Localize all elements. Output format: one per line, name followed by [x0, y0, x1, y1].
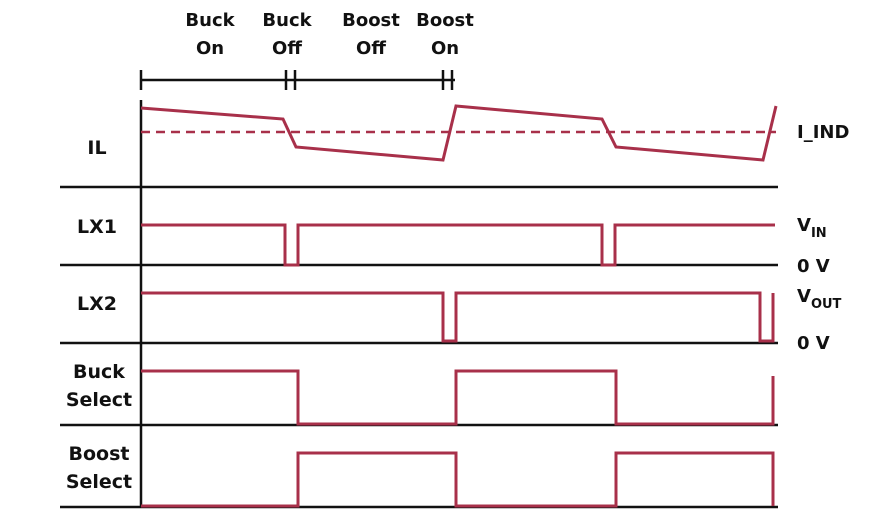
label-i-ind: I_IND: [797, 122, 849, 143]
header-buck-off-line2: Off: [272, 38, 302, 59]
row-label-buck-select-line1: Buck: [73, 361, 125, 383]
row-label-boost-select-line1: Boost: [69, 443, 130, 465]
row-label-lx2: LX2: [77, 293, 117, 315]
label-vin: VIN: [797, 215, 827, 241]
row-label-boost-select-line2: Select: [66, 471, 132, 493]
row-label-lx1: LX1: [77, 216, 117, 238]
header-boost-off-line1: Boost: [342, 10, 400, 31]
row-label-buck-select-line2: Select: [66, 389, 132, 411]
label-zero-v-lx2: 0 V: [797, 333, 830, 354]
header-boost-on-line2: On: [431, 38, 459, 59]
label-zero-v-lx1: 0 V: [797, 256, 830, 277]
label-vout: VOUT: [797, 286, 842, 312]
header-boost-on-line1: Boost: [416, 10, 474, 31]
header-buck-on-line1: Buck: [185, 10, 235, 31]
header-boost-off-line2: Off: [356, 38, 386, 59]
boost-select-waveform: [141, 451, 775, 508]
lx2-waveform: [141, 291, 775, 343]
il-waveform: [140, 104, 778, 162]
buck-select-waveform: [141, 369, 775, 426]
header-buck-on-line2: On: [196, 38, 224, 59]
header-buck-off-line1: Buck: [262, 10, 312, 31]
row-label-il: IL: [87, 137, 106, 159]
lx1-waveform: [141, 223, 775, 267]
phase-interval-bar: [139, 70, 455, 90]
